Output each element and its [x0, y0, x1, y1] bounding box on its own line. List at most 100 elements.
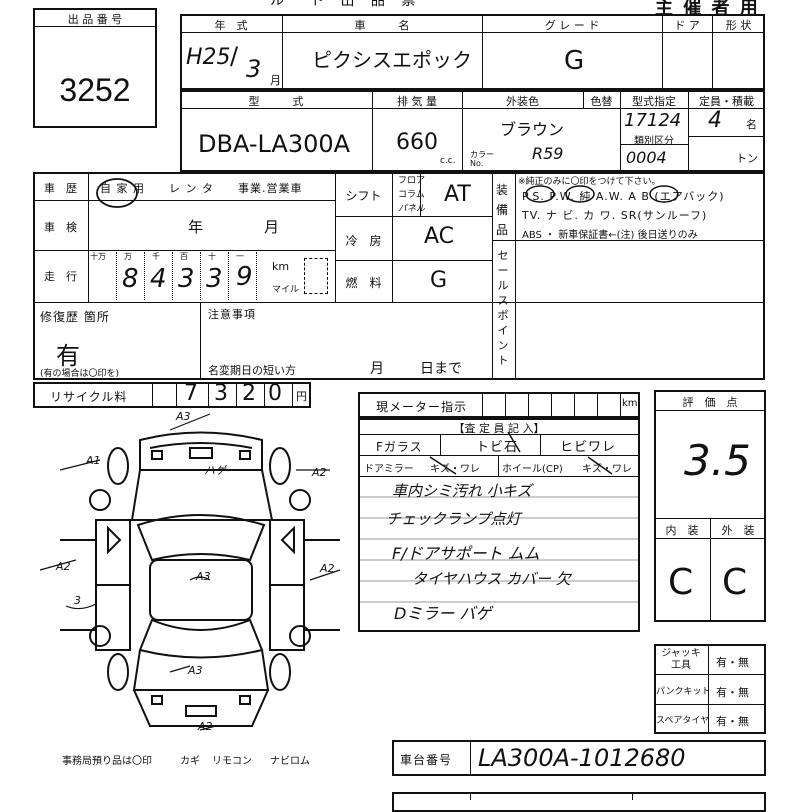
damage-mark: A3: [176, 410, 191, 423]
mirror-value: キズ・ワレ: [430, 464, 480, 475]
history-options: 自 家 用 レ ン タ 事業.営業車: [100, 182, 303, 195]
mirror-label: ドアミラー: [364, 464, 414, 475]
car-name-label: 車 名: [354, 19, 410, 32]
ac-label: 冷 房: [345, 234, 382, 248]
wheel-value: キズ・ワレ: [582, 464, 632, 475]
inspector-note: チェックランプ点灯: [386, 510, 521, 528]
row1-box: [180, 14, 765, 90]
footer-key: カギ: [180, 756, 200, 767]
damage-mark: A3: [196, 570, 211, 583]
mile-label: マイル: [272, 285, 300, 295]
chassis-box: [392, 740, 766, 776]
meter-unit: km: [622, 398, 638, 409]
notes-label: 注意事項: [208, 308, 256, 321]
ac-value: AC: [424, 224, 455, 249]
year-unit: 月: [270, 74, 281, 87]
interior-value: C: [668, 562, 694, 603]
shift-value: AT: [444, 182, 471, 207]
digit-unit-10: 十: [208, 252, 216, 261]
footer-remote: リモコン: [212, 756, 252, 767]
model-value: DBA-LA300A: [198, 130, 351, 158]
type-designation-label: 型式指定: [632, 95, 676, 108]
recycle-box: [33, 382, 311, 408]
recycle-digit: 0: [268, 381, 282, 406]
mileage-label: 走 行: [44, 270, 77, 283]
category-value: 0004: [626, 148, 667, 167]
displacement-label: 排 気 量: [397, 95, 437, 108]
damage-mark: A3: [188, 664, 203, 677]
type-designation-value: 17124: [624, 110, 682, 131]
inspection-year: 年: [188, 218, 204, 236]
damage-mark: 3: [74, 594, 81, 607]
mile-checkbox[interactable]: [304, 258, 328, 294]
tools-box: [654, 644, 766, 734]
equipment-line3: ABS ・ 新車保証書←(注) 後日送りのみ: [522, 230, 698, 241]
recycle-digit: 2: [242, 381, 256, 406]
lot-number-label: 出 品 番 号: [67, 13, 123, 26]
digit-unit-1: 一: [236, 252, 244, 261]
mileage-digit: 3: [178, 264, 195, 294]
repair-value: 有: [56, 342, 80, 370]
meter-label: 現メーター指示: [376, 400, 468, 414]
mileage-digit: 8: [122, 264, 139, 294]
score-value: 3.5: [684, 436, 751, 485]
damage-mark: A2: [198, 720, 213, 733]
capacity-value: 4: [708, 108, 722, 133]
inspector-note: タイヤハウス カバー 欠: [412, 570, 571, 588]
mileage-digit: 3: [206, 264, 223, 294]
glass-crack: ヒビワレ: [560, 440, 617, 455]
tool-spare-label: スペアタイヤ: [656, 716, 710, 726]
damage-mark: ハゲ: [204, 464, 226, 477]
fuel-label: 燃 料: [345, 276, 382, 290]
equipment-label: 装 備 品: [496, 183, 513, 237]
year-era: H25: [186, 45, 231, 70]
history-label: 車 歴: [44, 182, 77, 195]
recycle-digit: 7: [184, 381, 198, 406]
inspector-box: [358, 418, 640, 632]
displacement-value: 660: [396, 130, 438, 155]
color-change-label: 色替: [590, 95, 613, 108]
capacity-label: 定員・積載: [699, 95, 754, 108]
recycle-unit: 円: [296, 390, 307, 403]
repair-note: (有の場合は〇印を): [40, 369, 120, 379]
year-slash: /: [230, 42, 239, 70]
capacity-unit: 名: [746, 118, 757, 131]
year-label: 年 式: [214, 19, 248, 32]
footer-navi: ナビロム: [270, 756, 310, 767]
interior-label: 内 装: [665, 524, 699, 537]
color-caption: カラー No.: [470, 150, 494, 168]
repair-label: 修復歴 箇所: [40, 310, 110, 324]
chassis-value: LA300A-1012680: [478, 744, 686, 772]
inspector-note: F/ドアサポート ムム: [392, 544, 540, 563]
cc-unit: c.c.: [440, 156, 456, 166]
glass-chip: トビ石: [476, 440, 519, 455]
color-code: R59: [532, 144, 564, 163]
office-items-label: 事務局預り品は〇印: [62, 756, 152, 767]
km-label: km: [272, 260, 290, 273]
score-label: 評 価 点: [682, 396, 738, 409]
meter-box: [358, 392, 640, 418]
recycle-label: リサイクル料: [50, 390, 128, 404]
equipment-line2: TV. ナ ビ. カ ワ. SR(サンルーフ): [522, 209, 708, 222]
exterior-color-value: ブラウン: [500, 120, 565, 139]
shift-label: シフト: [345, 189, 382, 203]
equipment-note: ※純正のみに〇印をつけて下さい。: [518, 177, 661, 187]
sheet-title: ルート 出 品 票: [270, 0, 422, 9]
inspector-note: 車内シミ汚れ 小キズ: [392, 482, 532, 500]
category-label: 類別区分: [634, 136, 674, 147]
shift-option-floor: フロア: [398, 176, 426, 186]
tool-puncture-value: 有・無: [716, 686, 749, 699]
name-change-day: 日まで: [420, 361, 462, 377]
ton-unit: トン: [736, 152, 758, 165]
tool-puncture-label: パンクキット: [656, 687, 711, 697]
grade-label: グ レ ー ド: [544, 19, 600, 32]
damage-mark: A2: [56, 560, 71, 573]
model-label: 型 式: [248, 95, 304, 108]
recycle-digit: 3: [214, 381, 228, 406]
exterior-value: C: [722, 562, 748, 603]
inspection-label: 車 検: [44, 221, 77, 234]
